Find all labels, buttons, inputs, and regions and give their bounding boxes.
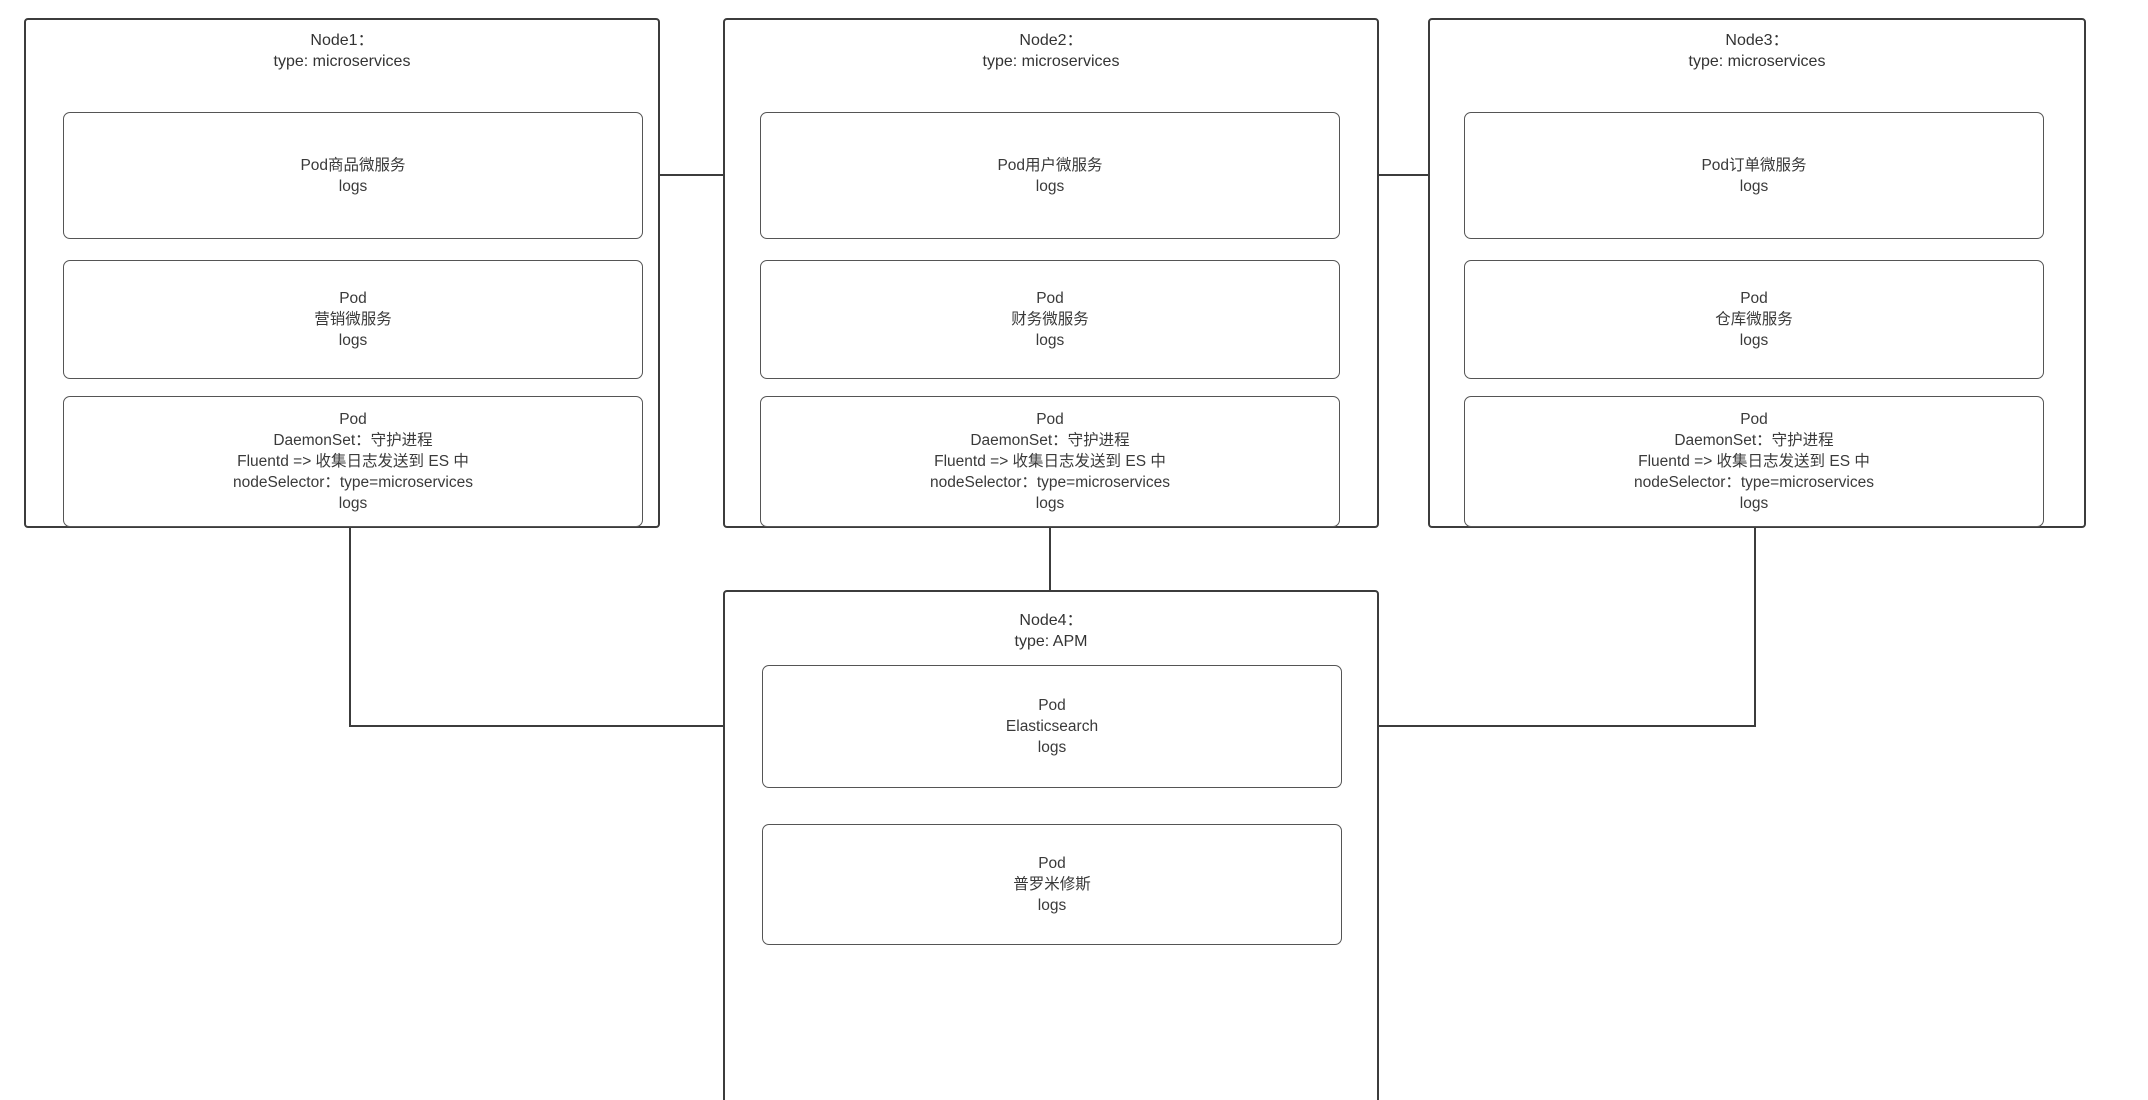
pod-label: Pod 仓库微服务 logs	[1715, 290, 1793, 349]
pod-label: Pod DaemonSet：守护进程 Fluentd => 收集日志发送到 ES…	[233, 411, 473, 512]
pod-label: Pod用户微服务 logs	[997, 156, 1103, 195]
pod-node1-pod-product[interactable]: Pod商品微服务 logs	[63, 112, 643, 239]
pod-node2-pod-user[interactable]: Pod用户微服务 logs	[760, 112, 1340, 239]
pod-label: Pod商品微服务 logs	[300, 156, 406, 195]
pod-node4-pod-elasticsearch[interactable]: Pod Elasticsearch logs	[762, 665, 1342, 788]
pod-node3-pod-order[interactable]: Pod订单微服务 logs	[1464, 112, 2044, 239]
edge-node3-daemonset-to-es	[1352, 528, 1756, 726]
pod-node1-pod-daemonset[interactable]: Pod DaemonSet：守护进程 Fluentd => 收集日志发送到 ES…	[63, 396, 643, 527]
pod-label: Pod 财务微服务 logs	[1011, 290, 1089, 349]
pod-label: Pod 营销微服务 logs	[314, 290, 392, 349]
pod-node2-pod-daemonset[interactable]: Pod DaemonSet：守护进程 Fluentd => 收集日志发送到 ES…	[760, 396, 1340, 527]
pod-label: Pod 普罗米修斯 logs	[1013, 855, 1091, 914]
pod-node3-pod-warehouse[interactable]: Pod 仓库微服务 logs	[1464, 260, 2044, 379]
pod-node1-pod-marketing[interactable]: Pod 营销微服务 logs	[63, 260, 643, 379]
pod-label: Pod DaemonSet：守护进程 Fluentd => 收集日志发送到 ES…	[1634, 411, 1874, 512]
pod-label: Pod订单微服务 logs	[1701, 156, 1807, 195]
pod-label: Pod Elasticsearch logs	[1005, 697, 1099, 756]
pod-node4-pod-prometheus[interactable]: Pod 普罗米修斯 logs	[762, 824, 1342, 945]
pod-node2-pod-finance[interactable]: Pod 财务微服务 logs	[760, 260, 1340, 379]
edge-node1-daemonset-to-es	[349, 528, 750, 726]
pod-label: Pod DaemonSet：守护进程 Fluentd => 收集日志发送到 ES…	[930, 411, 1170, 512]
pod-node3-pod-daemonset[interactable]: Pod DaemonSet：守护进程 Fluentd => 收集日志发送到 ES…	[1464, 396, 2044, 527]
